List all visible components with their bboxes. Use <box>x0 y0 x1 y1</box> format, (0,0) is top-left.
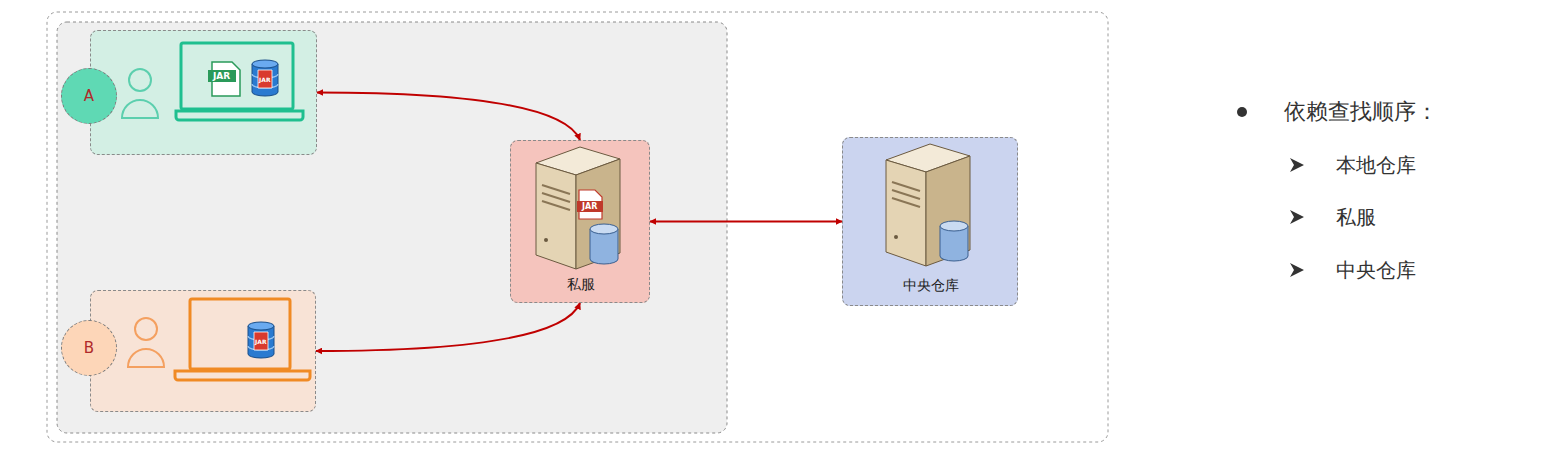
jar-tag: JAR <box>213 71 230 81</box>
server-icon <box>886 144 970 266</box>
region-box: A <box>90 30 317 155</box>
database-icon <box>248 322 274 358</box>
node-label: 中央仓库 <box>903 277 959 295</box>
laptop-icon <box>175 299 310 380</box>
bullet-arrow <box>1290 263 1304 277</box>
region-box: 中央仓库 <box>842 137 1018 306</box>
jar-file-icon <box>208 62 240 96</box>
node-label: 私服 <box>567 276 595 294</box>
box-fill <box>90 30 317 155</box>
bullet-arrow <box>1290 210 1304 224</box>
inner-region <box>57 22 727 433</box>
list-item: 中央仓库 <box>1336 257 1416 284</box>
laptop-icon <box>176 43 303 120</box>
server-icon <box>536 147 620 269</box>
bullet-dot <box>1237 107 1247 117</box>
region-box: B <box>90 290 316 412</box>
list-heading: 依赖查找顺序： <box>1284 97 1438 127</box>
bullet-arrow <box>1290 158 1304 172</box>
database-icon <box>252 60 278 96</box>
box-fill <box>510 140 650 303</box>
jar-tag: JAR <box>582 202 597 211</box>
jar-file-icon <box>577 190 603 219</box>
user-badge: A <box>61 68 117 124</box>
connector-arrow <box>316 303 580 351</box>
user-badge: B <box>61 320 117 376</box>
person-icon <box>122 69 158 118</box>
jar-tag: JAR <box>259 76 271 83</box>
person-icon <box>128 318 164 367</box>
list-item: 本地仓库 <box>1336 152 1416 179</box>
jar-tag: JAR <box>255 338 267 345</box>
list-item: 私服 <box>1336 204 1376 231</box>
region-box: 私服 <box>510 140 650 303</box>
box-fill <box>842 137 1018 306</box>
connector-arrow <box>650 221 842 223</box>
connector-arrow <box>317 93 580 141</box>
box-fill <box>90 290 316 412</box>
outer-region <box>47 12 1108 442</box>
